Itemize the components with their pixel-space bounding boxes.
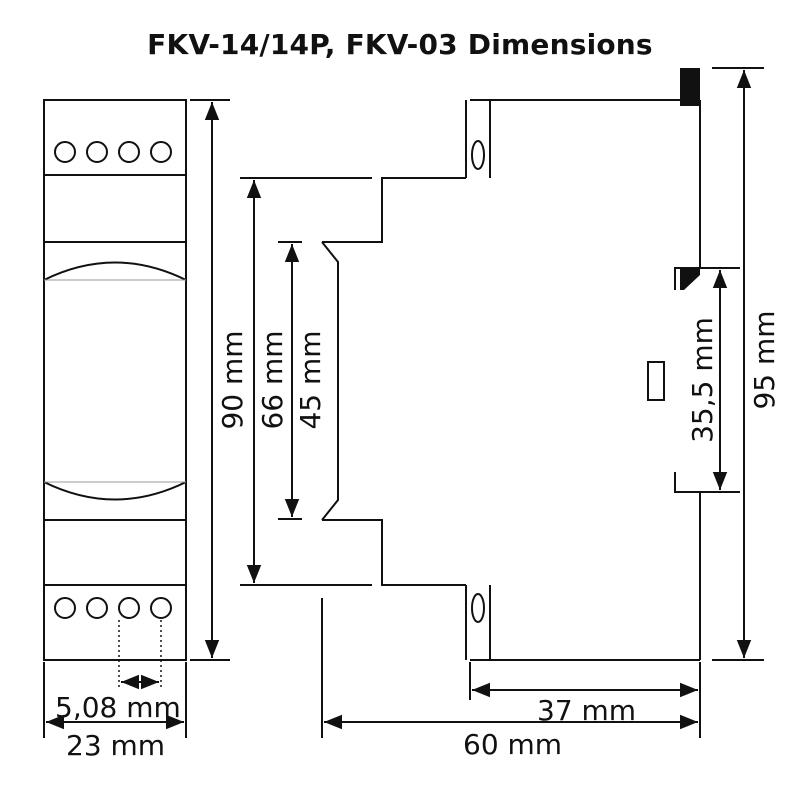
pitch-label: 5,08 mm (55, 691, 181, 724)
front-window-arc-top (43, 261, 187, 281)
din-clip-bottom (674, 472, 700, 493)
width-label: 23 mm (66, 729, 165, 762)
pitch-guides (118, 620, 162, 690)
front-view (43, 99, 187, 661)
side-profile-top-step (322, 177, 466, 243)
drawing-title: FKV-14/14P, FKV-03 Dimensions (147, 28, 653, 61)
top-terminal-screws (54, 141, 172, 163)
din-rail-latch (647, 361, 665, 401)
din-clip-top-fill (680, 268, 700, 290)
side-profile-front-bevel (321, 241, 339, 521)
front-view-outline (43, 99, 187, 661)
height-90-label: 90 mm (216, 330, 249, 429)
side-screw-top (471, 140, 485, 170)
side-profile-bottom-step (322, 519, 466, 586)
bottom-terminal-screws (54, 597, 172, 619)
front-window-arc-bottom (43, 481, 187, 501)
top-clip-tab (680, 68, 700, 106)
side-screw-bottom (471, 593, 485, 623)
rail-label: 35,5 mm (686, 317, 719, 443)
height-66-label: 66 mm (256, 330, 289, 429)
height-95-label: 95 mm (748, 310, 781, 409)
height-45-label: 45 mm (294, 330, 327, 429)
depth-60-label: 60 mm (463, 728, 562, 761)
side-view (321, 99, 701, 661)
